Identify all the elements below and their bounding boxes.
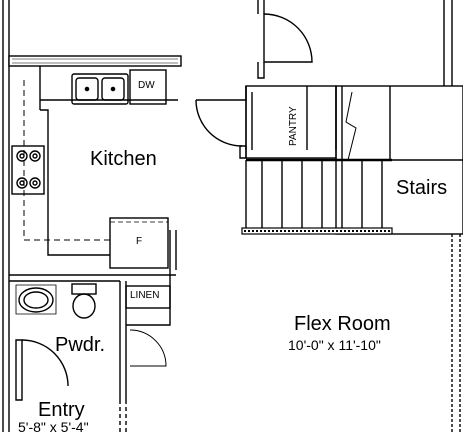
refrigerator: [109, 217, 169, 269]
upper-cabinet-dashed: [23, 80, 110, 241]
toilet-bowl: [72, 293, 96, 319]
dishwasher: [129, 69, 167, 105]
kitchen-label: Kitchen: [90, 148, 157, 170]
countertop-edge: [39, 66, 110, 256]
wall-hatch: [12, 58, 178, 64]
stair-treads: [261, 160, 383, 232]
sink-bowl-left: [75, 77, 99, 101]
pantry-label: PANTRY: [288, 106, 299, 146]
kitchen-bath-wall: [9, 274, 176, 282]
top-wall-stub: [257, 0, 265, 14]
dishwasher-label: DW: [138, 80, 155, 91]
pantry-door-jamb: [196, 86, 247, 101]
powder-door: [15, 339, 23, 401]
stairs-break-line: [345, 91, 357, 161]
linen-door-swing: [129, 329, 167, 367]
stairs-label: Stairs: [396, 177, 448, 199]
flex-room-label: Flex Room: [294, 313, 391, 335]
linen-label: LINEN: [130, 290, 160, 301]
range: [11, 145, 45, 195]
sink-bowl-right: [101, 77, 125, 101]
bath-sink: [18, 287, 54, 313]
sink: [71, 73, 129, 105]
fridge-side-wall: [169, 230, 177, 270]
pantry-door-swing: [195, 99, 243, 147]
flex-room-dimensions: 10'-0" x 11'-10": [288, 337, 381, 353]
entry-label: Entry: [38, 399, 85, 421]
left-exterior-wall: [2, 0, 10, 432]
right-wall-top: [443, 0, 453, 86]
bath-right-wall: [119, 281, 127, 400]
powder-door-swing: [21, 339, 69, 387]
linen-wall: [126, 270, 171, 326]
powder-room-label: Pwdr.: [55, 334, 106, 356]
door-jamb: [257, 62, 265, 79]
toilet-tank: [71, 283, 97, 295]
top-door-swing: [263, 13, 313, 63]
kitchen-top-wall: [8, 55, 182, 67]
right-wall-lower: [451, 234, 461, 432]
entry-dimensions: 5'-8" x 5'-4": [18, 419, 89, 432]
fridge-label: F: [136, 236, 143, 247]
